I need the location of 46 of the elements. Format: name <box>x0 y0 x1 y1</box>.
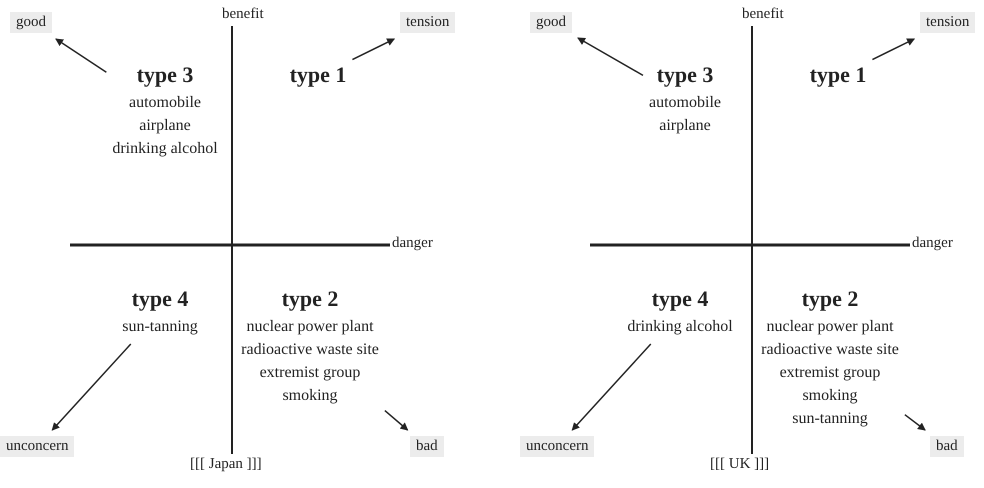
list-item: drinking alcohol <box>627 317 733 337</box>
corner-label: tension <box>400 12 456 33</box>
list-item: nuclear power plant <box>765 317 895 337</box>
corner-label: good <box>530 12 572 33</box>
type-heading: type 2 <box>280 286 340 312</box>
axis-label: benefit <box>222 6 264 23</box>
type-heading: type 1 <box>810 62 866 88</box>
corner-label: unconcern <box>0 436 74 457</box>
type-heading: type 3 <box>136 62 194 88</box>
list-item: sun-tanning <box>791 409 869 429</box>
arrow <box>572 344 652 431</box>
arrow <box>872 38 916 60</box>
corner-label: good <box>10 12 52 33</box>
corner-label: unconcern <box>520 436 594 457</box>
corner-label: tension <box>920 12 976 33</box>
arrow <box>55 38 107 73</box>
corner-label: bad <box>930 436 964 457</box>
list-item: radioactive waste site <box>761 340 899 360</box>
type-heading: type 1 <box>290 62 346 88</box>
panel-caption: [[[ UK ]]] <box>710 456 770 473</box>
arrow <box>384 410 408 431</box>
list-item: automobile <box>649 93 721 113</box>
list-item: extremist group <box>258 363 362 383</box>
corner-label: bad <box>410 436 444 457</box>
list-item: radioactive waste site <box>241 340 379 360</box>
axis-label: danger <box>392 235 433 252</box>
type-heading: type 4 <box>130 286 190 312</box>
axis-label: danger <box>912 235 953 252</box>
arrow <box>577 37 644 76</box>
type-heading: type 2 <box>800 286 860 312</box>
list-item: smoking <box>801 386 859 406</box>
list-item: drinking alcohol <box>112 139 218 159</box>
list-item: smoking <box>281 386 339 406</box>
axis-label: benefit <box>742 6 784 23</box>
type-heading: type 4 <box>650 286 710 312</box>
list-item: extremist group <box>778 363 882 383</box>
list-item: sun-tanning <box>122 317 198 337</box>
list-item: airplane <box>658 116 712 136</box>
arrow <box>352 38 396 60</box>
list-item: automobile <box>128 93 202 113</box>
list-item: nuclear power plant <box>245 317 375 337</box>
type-heading: type 3 <box>656 62 714 88</box>
panel-caption: [[[ Japan ]]] <box>190 456 262 473</box>
arrow <box>52 344 132 431</box>
arrow <box>904 414 926 431</box>
list-item: airplane <box>138 116 192 136</box>
